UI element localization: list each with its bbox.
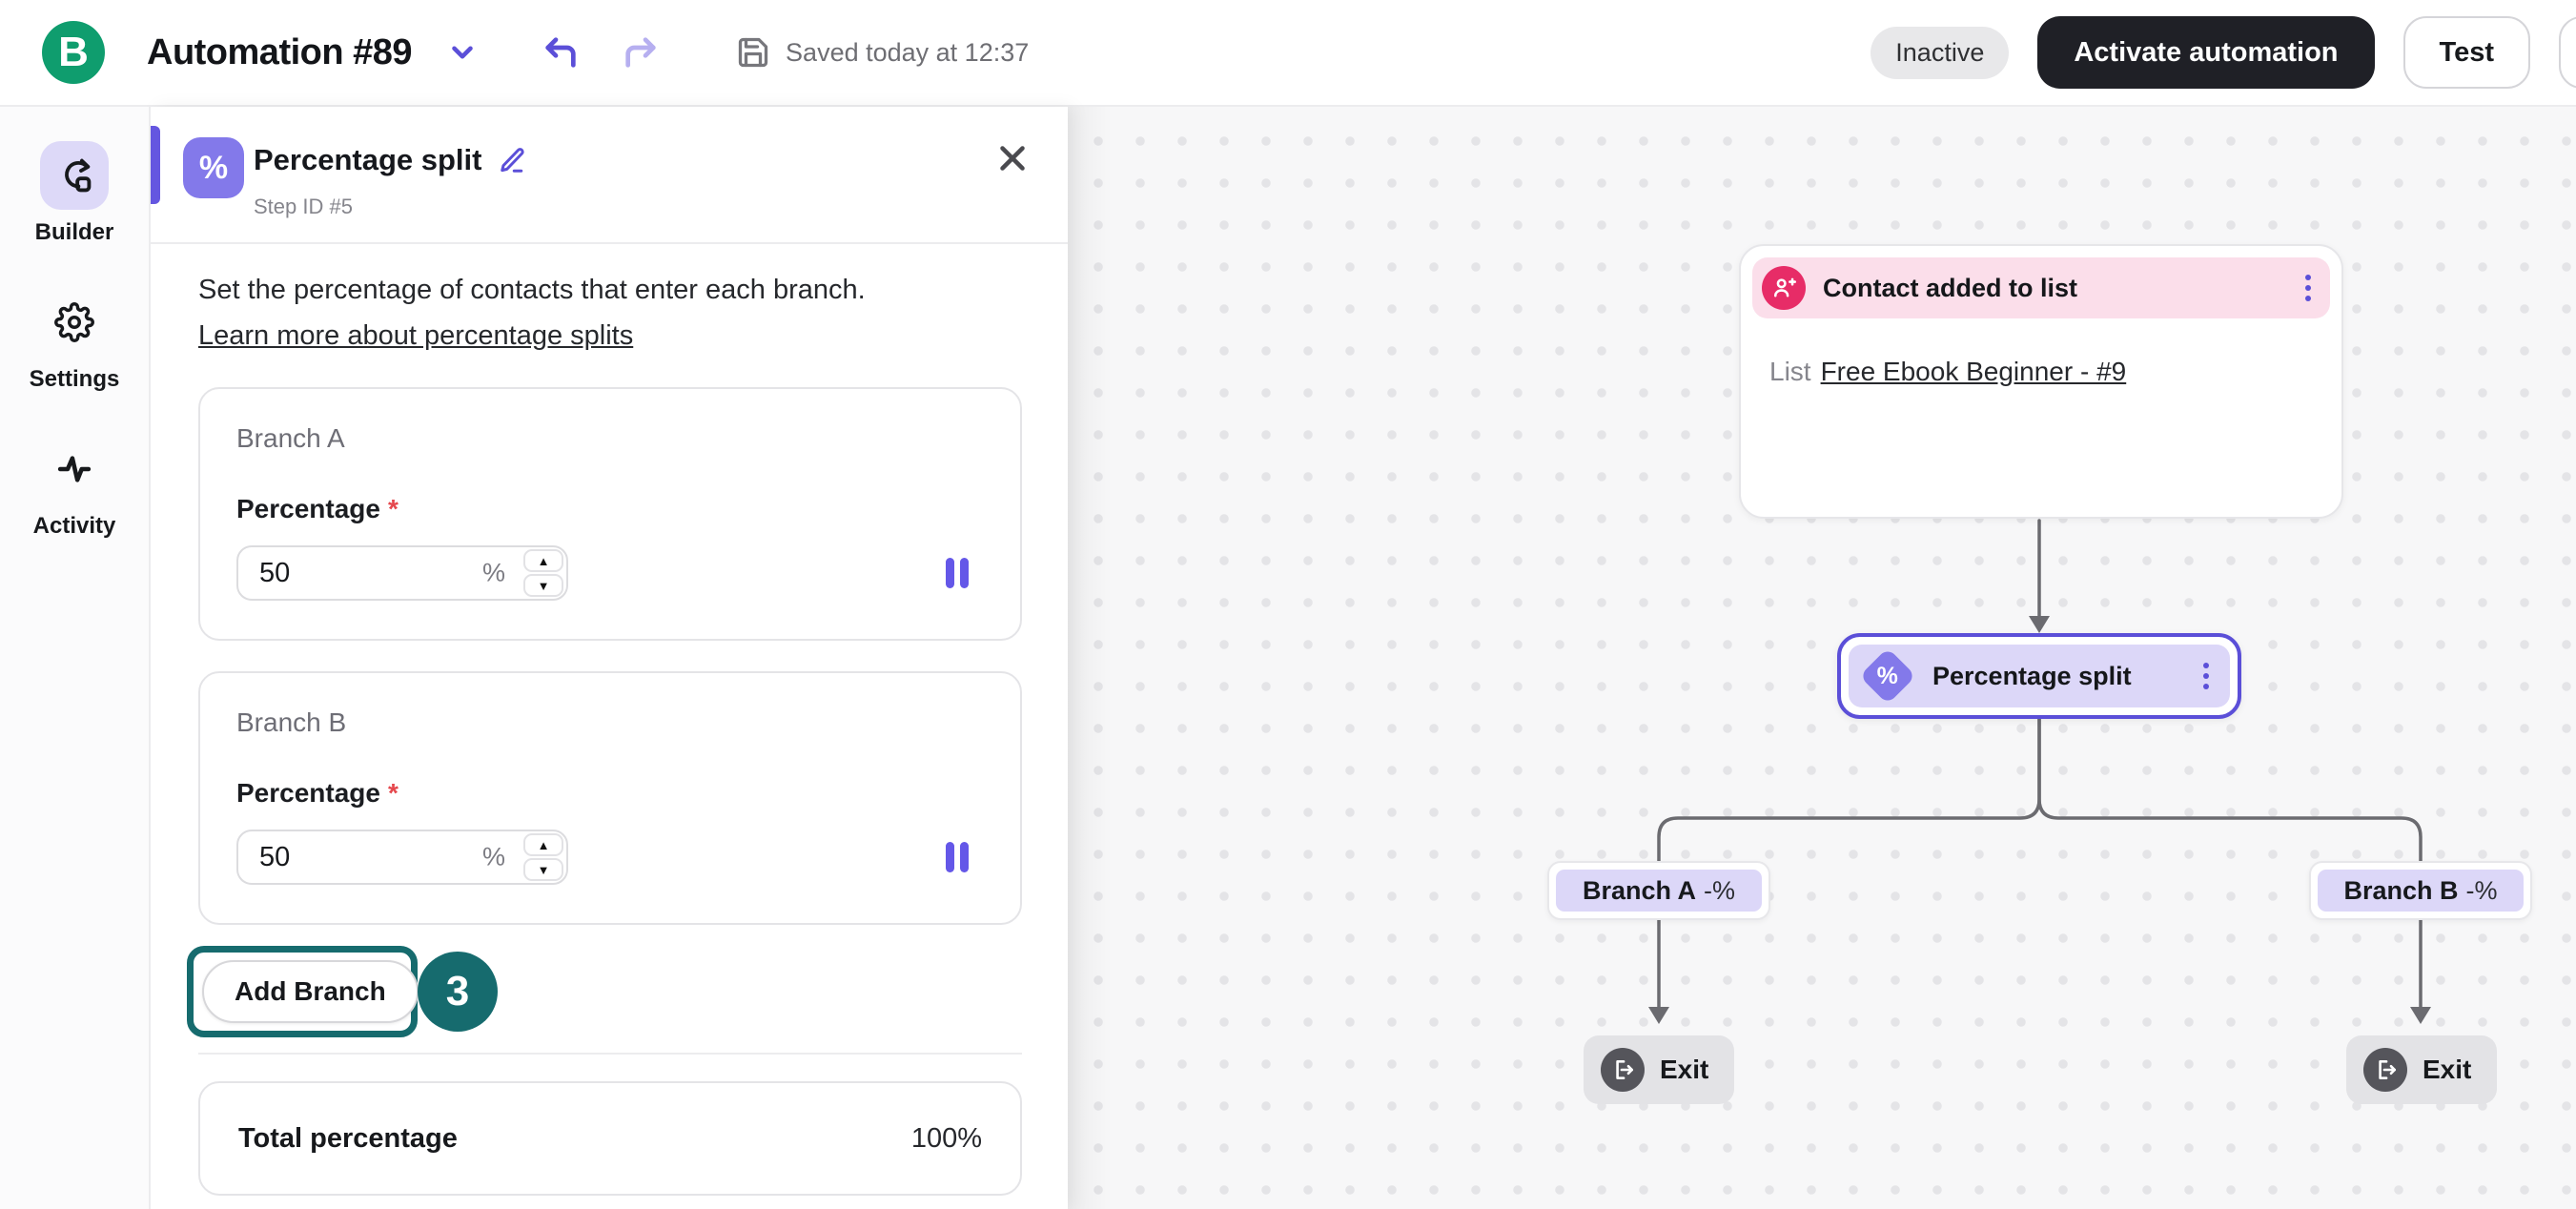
workflow-canvas[interactable]: Contact added to list List Free Ebook Beg… [1068, 107, 2576, 1209]
top-bar: B Automation #89 Saved today at 12:37 In… [0, 0, 2576, 107]
clipped-edge-button[interactable] [2559, 16, 2576, 89]
trigger-title: Contact added to list [1823, 273, 2078, 302]
panel-divider [151, 242, 1068, 244]
brevo-logo-letter: B [58, 29, 89, 75]
close-icon [1000, 146, 1025, 171]
save-status-text: Saved today at 12:37 [786, 37, 1030, 67]
sidebar-item-settings[interactable]: Settings [0, 275, 149, 421]
activate-automation-button[interactable]: Activate automation [2037, 16, 2375, 89]
activity-pulse-icon [40, 435, 109, 503]
close-panel-button[interactable] [995, 141, 1030, 175]
panel-title: Percentage split [254, 143, 482, 176]
exit-icon [1601, 1048, 1645, 1092]
exit-icon [2363, 1048, 2407, 1092]
add-branch-section: Add Branch 3 [187, 946, 1022, 1037]
gear-icon [40, 288, 109, 357]
sidebar-item-label: Activity [32, 513, 116, 539]
total-percentage-value: 100% [910, 1122, 982, 1154]
exit-node-a[interactable]: Exit [1584, 1035, 1734, 1104]
list-link[interactable]: Free Ebook Beginner - #9 [1820, 357, 2127, 386]
list-prefix: List [1769, 357, 1811, 386]
stepper-up-button[interactable]: ▲ [523, 549, 563, 572]
branch-card-a: Branch A Percentage* % ▲ ▼ [198, 387, 1022, 641]
brevo-logo: B [42, 21, 105, 84]
branch-name: Branch A [236, 423, 345, 453]
title-menu-button[interactable] [446, 36, 479, 69]
save-status: Saved today at 12:37 [736, 35, 1029, 70]
stepper-down-button[interactable]: ▼ [523, 574, 563, 597]
branch-b-label[interactable]: Branch B -% [2309, 861, 2532, 920]
redo-icon [625, 37, 656, 68]
percentage-split-icon: % [183, 137, 244, 198]
undo-icon [545, 37, 576, 68]
panel-description: Set the percentage of contacts that ente… [198, 275, 866, 305]
connector-lines [1648, 519, 2431, 1024]
total-percentage-card: Total percentage 100% [198, 1081, 1022, 1196]
total-percentage-label: Total percentage [238, 1122, 458, 1154]
section-divider [198, 1053, 1022, 1055]
percent-diamond-icon: % [1859, 647, 1916, 705]
percent-unit: % [481, 842, 505, 871]
save-icon [738, 37, 768, 68]
sidebar-item-builder[interactable]: Builder [0, 128, 149, 275]
page-title: Automation #89 [147, 31, 413, 72]
split-node-title: Percentage split [1932, 661, 2132, 690]
branch-name: Branch B [236, 707, 347, 737]
sidebar-item-label: Settings [29, 366, 120, 392]
trigger-node[interactable]: Contact added to list List Free Ebook Beg… [1739, 244, 2343, 519]
stepper-up-button[interactable]: ▲ [523, 833, 563, 856]
percentage-split-node[interactable]: % Percentage split [1837, 633, 2241, 719]
status-badge: Inactive [1871, 26, 2010, 79]
sidebar-item-label: Builder [34, 219, 114, 245]
step-config-panel: % Percentage split Step ID #5 [151, 107, 1068, 1209]
left-nav: Builder Settings Activity [0, 107, 151, 1209]
drag-handle-icon[interactable] [946, 842, 969, 872]
percentage-input-b[interactable] [236, 830, 568, 885]
tutorial-step-number: 3 [418, 952, 498, 1032]
required-asterisk: * [387, 494, 399, 523]
percentage-field-label: Percentage [236, 494, 380, 523]
rename-step-button[interactable] [499, 146, 527, 174]
test-button[interactable]: Test [2402, 16, 2530, 89]
stepper-down-button[interactable]: ▼ [523, 858, 563, 881]
required-asterisk: * [387, 778, 399, 808]
learn-more-link[interactable]: Learn more about percentage splits [198, 320, 634, 351]
panel-active-indicator [151, 126, 160, 204]
main-area: Builder Settings Activity % [0, 107, 2576, 1209]
percent-glyph: % [198, 149, 229, 186]
percentage-input-a[interactable] [236, 545, 568, 601]
branch-card-b: Branch B Percentage* % ▲ ▼ [198, 671, 1022, 925]
redo-button[interactable] [622, 33, 660, 72]
exit-node-b[interactable]: Exit [2346, 1035, 2497, 1104]
top-bar-actions: Inactive Activate automation Test [1871, 16, 2576, 89]
flow-builder-icon [40, 141, 109, 210]
drag-handle-icon[interactable] [946, 558, 969, 588]
contact-added-icon [1762, 266, 1806, 310]
split-overflow-menu[interactable] [2198, 657, 2215, 695]
step-id: Step ID #5 [254, 195, 353, 218]
add-branch-button[interactable]: Add Branch [202, 960, 419, 1023]
branch-a-label[interactable]: Branch A -% [1547, 861, 1770, 920]
pencil-icon [501, 148, 525, 173]
panel-body: Set the percentage of contacts that ente… [151, 244, 1068, 1196]
panel-header: % Percentage split Step ID #5 [151, 107, 1068, 242]
trigger-overflow-menu[interactable] [2300, 269, 2317, 307]
chevron-down-icon [452, 46, 473, 59]
percent-unit: % [481, 558, 505, 587]
undo-button[interactable] [542, 33, 580, 72]
sidebar-item-activity[interactable]: Activity [0, 421, 149, 568]
percentage-field-label: Percentage [236, 778, 380, 808]
